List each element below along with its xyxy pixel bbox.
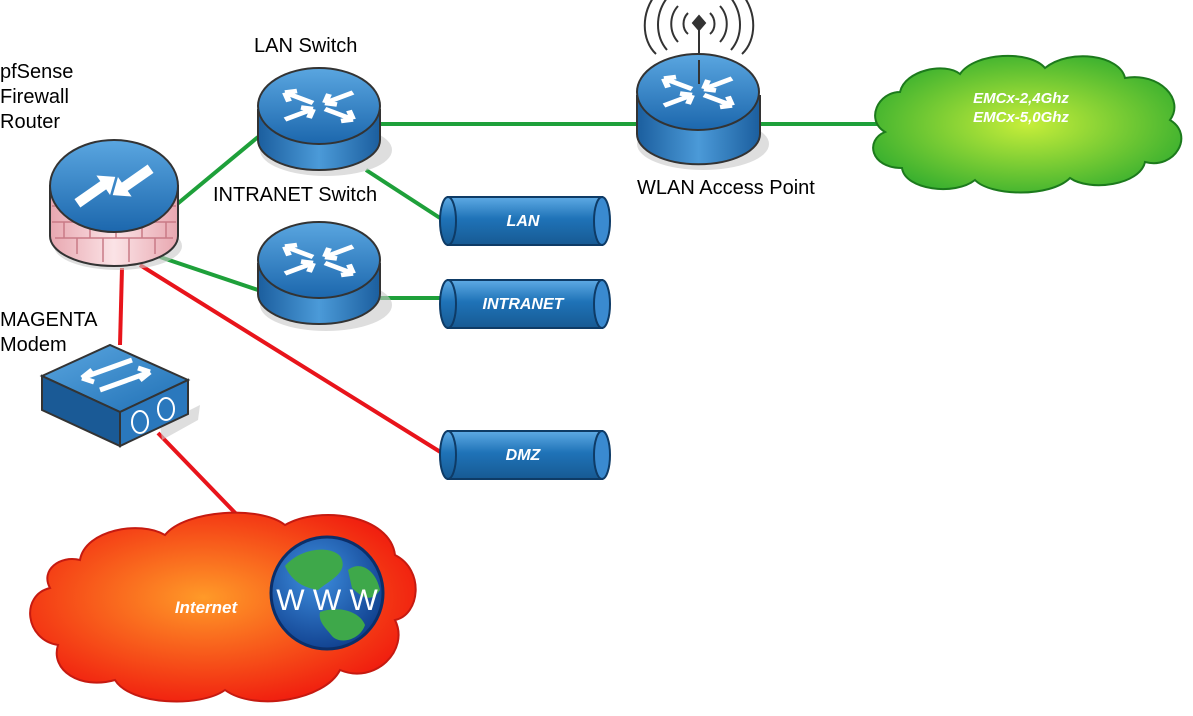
dmz-label: DMZ xyxy=(506,447,542,464)
internet-cloud: Internet W W W xyxy=(29,511,417,703)
wlan-router-icon xyxy=(636,53,760,131)
firewall-label: pfSense Firewall Router xyxy=(0,60,73,135)
wlan-access-point xyxy=(636,0,769,170)
wifi-cloud-ssid-1: EMCx-2,4Ghz xyxy=(973,90,1069,107)
lan-switch-label: LAN Switch xyxy=(254,35,358,57)
network-pipe-lan: LAN xyxy=(439,196,611,246)
lan-switch xyxy=(257,67,392,176)
globe-icon: W W W xyxy=(269,535,385,651)
lan-label: LAN xyxy=(507,213,540,230)
wlan-label: WLAN Access Point xyxy=(637,177,815,199)
firewall-label-line3: Router xyxy=(0,111,61,133)
firewall-label-line2: Firewall xyxy=(0,86,69,108)
modem-label-line2: Modem xyxy=(0,334,67,356)
link-modem-internet xyxy=(156,431,244,522)
internet-label: Internet xyxy=(175,598,239,617)
intranet-switch-router-icon xyxy=(257,221,381,299)
link-firewall-dmz xyxy=(138,263,444,455)
link-firewall-lan-switch xyxy=(174,135,260,207)
intranet-switch xyxy=(257,221,392,331)
intranet-label: INTRANET xyxy=(483,296,565,313)
intranet-switch-label: INTRANET Switch xyxy=(213,184,378,206)
wifi-cloud: EMCx-2,4Ghz EMCx-5,0Ghz xyxy=(872,54,1183,194)
firewall-router xyxy=(49,139,182,270)
wifi-cloud-ssid-2: EMCx-5,0Ghz xyxy=(973,109,1069,126)
link-firewall-intranet-switch xyxy=(159,255,259,292)
wifi-cloud-icon xyxy=(872,54,1183,194)
lan-switch-router-icon xyxy=(257,67,381,145)
globe-www-text: W W W xyxy=(276,584,378,617)
network-pipe-intranet: INTRANET xyxy=(439,279,611,329)
magenta-modem xyxy=(39,343,200,448)
firewall-label-line1: pfSense xyxy=(0,61,74,83)
router-icon xyxy=(49,139,179,233)
modem-label: MAGENTA Modem xyxy=(0,308,97,358)
link-lan-switch-lan xyxy=(364,168,442,220)
link-firewall-modem xyxy=(118,267,124,346)
links xyxy=(118,122,878,522)
network-pipe-dmz: DMZ xyxy=(439,430,611,480)
modem-label-line1: MAGENTA xyxy=(0,309,98,331)
